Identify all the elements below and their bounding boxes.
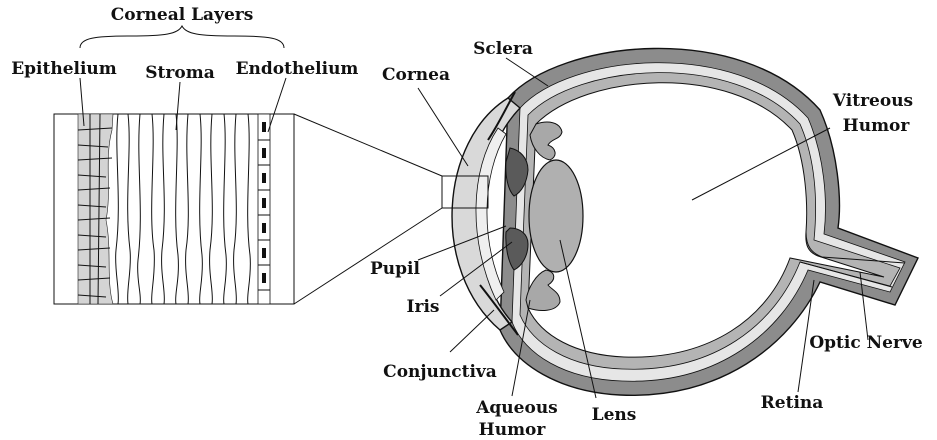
label-epithelium: Epithelium: [11, 59, 117, 79]
label-iris: Iris: [407, 297, 440, 317]
corneal-layers-brace: [80, 26, 284, 48]
label-cornea: Cornea: [382, 65, 450, 85]
label-pupil: Pupil: [370, 259, 420, 279]
lens-shape: [529, 160, 583, 272]
label-stroma: Stroma: [145, 63, 214, 83]
label-corneal-layers: Corneal Layers: [111, 5, 254, 25]
label-lens: Lens: [592, 405, 637, 425]
label-vitreous-line1: Vitreous: [832, 91, 913, 111]
label-aqueous-line2: Humor: [479, 420, 547, 440]
corneal-layers-panel: [54, 114, 488, 304]
label-endothelium: Endothelium: [236, 59, 359, 79]
label-optic-nerve: Optic Nerve: [809, 333, 922, 353]
label-vitreous-line2: Humor: [843, 116, 911, 136]
label-sclera: Sclera: [473, 39, 533, 59]
label-conjunctiva: Conjunctiva: [383, 362, 497, 382]
epithelium-cells: [78, 114, 113, 304]
endothelium-cells: [258, 114, 270, 304]
label-aqueous-line1: Aqueous: [475, 398, 558, 418]
label-retina: Retina: [761, 393, 824, 413]
